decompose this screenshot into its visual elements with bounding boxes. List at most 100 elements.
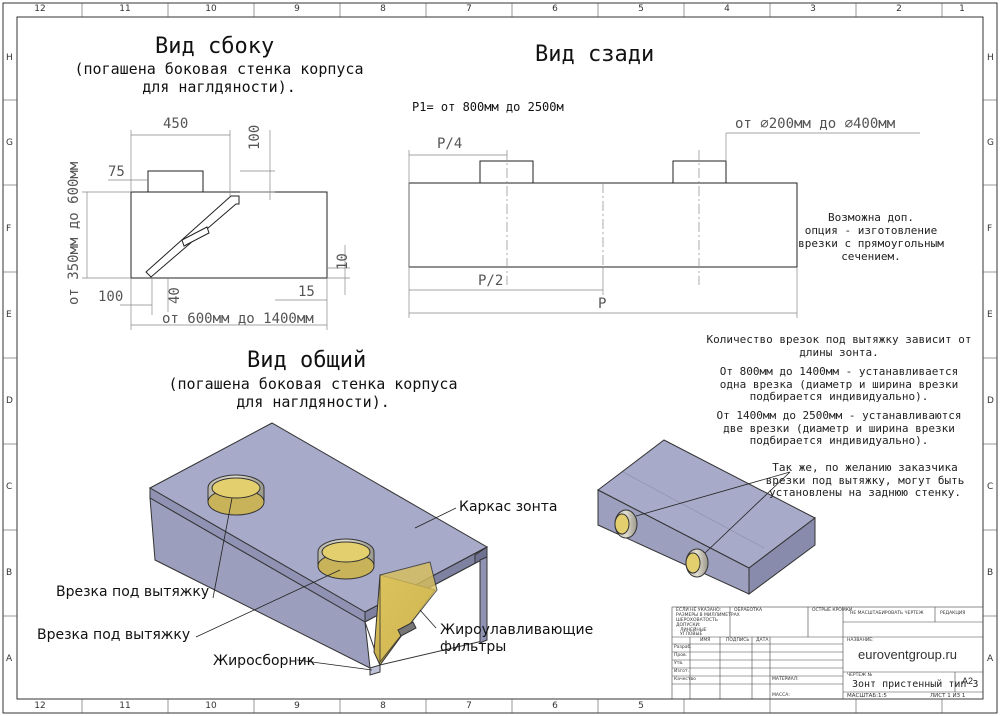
rear-iso-drawing xyxy=(597,439,816,595)
grid-col-label: 11 xyxy=(119,701,131,711)
tb-mass: МАССА: xyxy=(772,693,790,698)
grid-row-label: C xyxy=(987,482,994,492)
tb-revision: РЕДАКЦИЯ xyxy=(940,611,966,616)
grid-col-label: 10 xyxy=(205,4,217,14)
tb-sharp: ОСТРЫЕ КРОМКИ xyxy=(812,608,853,613)
grid-col-label: 5 xyxy=(638,4,644,14)
rear-view-centerlines xyxy=(506,150,700,285)
tb-linear: ЛИНЕЙНЫЕ xyxy=(680,628,707,633)
grid-col-label: 4 xyxy=(724,4,730,14)
rear-view-title: Вид сзади xyxy=(535,42,655,67)
tb-name-h: ИМЯ xyxy=(700,638,711,643)
general-view-subtitle: для наглдяности). xyxy=(236,393,390,411)
general-view-leaders xyxy=(195,497,457,671)
grid-row-label: B xyxy=(6,568,13,578)
tb-drawing-name: Зонт пристенный тип 3 xyxy=(852,679,979,690)
grid-row-label: A xyxy=(987,654,994,664)
side-view-subtitle: для наглдяности). xyxy=(142,78,296,96)
dim-10: 10 xyxy=(335,253,351,270)
dim-diameter: от ∅200мм до ∅400мм xyxy=(735,116,896,132)
option-note-line: опция - изготовление xyxy=(804,224,938,237)
tb-approved: Утв. xyxy=(674,661,684,666)
dim-75: 75 xyxy=(108,164,125,180)
tb-drawing-no: ЧЕРТЕЖ № xyxy=(847,673,873,678)
tb-no-scale: НЕ МАСШТАБИРОВАТЬ ЧЕРТЕЖ xyxy=(850,611,924,616)
tb-scale: МАСШТАБ:1:5 xyxy=(847,693,887,699)
dim-p4: P/4 xyxy=(437,136,463,152)
side-view-subtitle: (погашена боковая стенка корпуса xyxy=(74,60,364,78)
dim-p: P xyxy=(598,296,607,312)
tb-sheet: ЛИСТ 1 ИЗ 1 xyxy=(930,693,966,699)
grid-col-label: 12 xyxy=(34,4,46,14)
grid-col-label: 10 xyxy=(205,701,217,711)
grid-col-label: 6 xyxy=(552,4,558,14)
rear-view-p1: P1= от 800мм до 2500м xyxy=(412,100,564,114)
tb-mfg: Изгот. xyxy=(674,669,689,674)
general-view-subtitle: (погашена боковая стенка корпуса xyxy=(168,375,458,393)
grid-col-label: 5 xyxy=(638,701,644,711)
note-3: От 1400мм до 2500мм - устанавливаются дв… xyxy=(716,409,962,448)
tb-checked: Пров. xyxy=(674,653,688,658)
grid-col-label: 8 xyxy=(380,701,386,711)
dim-p2: P/2 xyxy=(478,273,504,289)
grid-col-label: 9 xyxy=(294,701,300,711)
tb-developed: Разраб. xyxy=(674,645,692,650)
grid-row-label: B xyxy=(987,568,994,578)
dim-length-range: от 600мм до 1400мм xyxy=(162,311,314,327)
grid-row-label: E xyxy=(987,310,993,320)
grid-col-label: 12 xyxy=(34,701,46,711)
tb-website: euroventgroup.ru xyxy=(858,647,958,662)
dim-100-top: 100 xyxy=(247,124,263,150)
grid-row-label: F xyxy=(987,224,993,234)
dim-40: 40 xyxy=(167,287,183,304)
option-note-line: Возможна доп. xyxy=(827,211,915,224)
tb-format: A2 xyxy=(962,676,974,686)
tb-date-h: ДАТА xyxy=(756,638,769,643)
dim-15: 15 xyxy=(298,284,315,300)
grid-row-label: H xyxy=(6,53,13,63)
label-frame: Каркас зонта xyxy=(459,499,558,515)
side-view-dims xyxy=(82,130,350,330)
side-view-drawing xyxy=(130,170,328,279)
grid-col-label: 7 xyxy=(466,701,472,711)
grid-col-label: 2 xyxy=(896,4,902,14)
label-inlet-1: Врезка под вытяжку xyxy=(56,584,210,600)
tb-finish: ОБРАБОТКА xyxy=(734,608,763,613)
grid-col-label: 8 xyxy=(380,4,386,14)
tb-tolerances: ДОПУСКИ: xyxy=(676,623,701,628)
grid-row-label: G xyxy=(6,138,13,148)
grid-row-label: F xyxy=(6,224,12,234)
dim-450: 450 xyxy=(163,116,189,132)
label-inlet-2: Врезка под вытяжку xyxy=(37,627,191,643)
tb-sizes: РАЗМЕРЫ В МИЛЛИМЕТРАХ xyxy=(676,613,740,618)
grid-row-label: C xyxy=(6,482,13,492)
tb-unless: ЕСЛИ НЕ УКАЗАНО: xyxy=(676,608,722,613)
grid-row-label: H xyxy=(987,53,994,63)
option-note-line: врезки с прямоугольным xyxy=(798,237,944,250)
label-filters: фильтры xyxy=(440,639,507,655)
grid-row-label: D xyxy=(6,396,13,406)
general-view-title: Вид общий xyxy=(247,348,367,373)
tb-material: МАТЕРИАЛ: xyxy=(772,677,799,682)
tb-angular: УГЛОВЫЕ xyxy=(680,632,703,637)
dim-height-range: от 350мм до 600мм xyxy=(66,161,82,305)
side-view-title: Вид сбоку xyxy=(155,34,275,59)
note-2: От 800мм до 1400мм - устанавливается одн… xyxy=(719,365,959,404)
grid-row-label: D xyxy=(987,396,994,406)
dim-100-bottom: 100 xyxy=(98,289,124,305)
general-view-drawing xyxy=(148,422,489,676)
tb-naming: НАЗВАНИЕ: xyxy=(847,638,874,643)
rear-iso-leaders xyxy=(635,471,791,554)
grid-col-label: 9 xyxy=(294,4,300,14)
label-filters: Жироулавливающие xyxy=(440,622,594,638)
grid-ticks xyxy=(3,3,997,713)
tb-surface: ШЕРОХОВАТОСТЬ xyxy=(676,618,718,623)
option-note-line: сечением. xyxy=(841,250,901,263)
grid-row-label: A xyxy=(6,654,13,664)
note-1: Количество врезок под вытяжку зависит от… xyxy=(706,333,972,359)
grid-row-label: E xyxy=(6,310,12,320)
grid-col-label: 3 xyxy=(810,4,816,14)
grid-row-label: G xyxy=(987,138,994,148)
